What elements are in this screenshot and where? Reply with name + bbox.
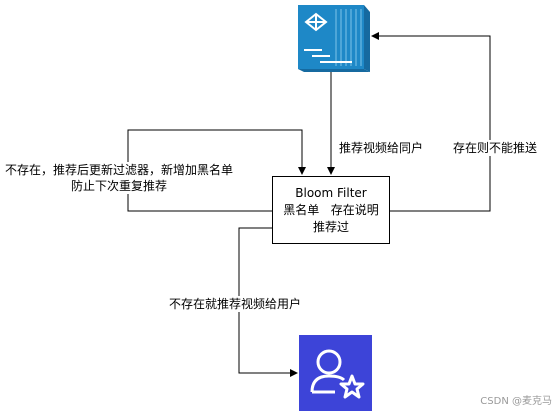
label-not-exist-line2: 防止下次重复推荐	[71, 179, 168, 193]
label-not-exist-line1: 不存在，推荐后更新过滤器，新增加黑名单	[5, 163, 234, 177]
label-not-exist-update: 不存在，推荐后更新过滤器，新增加黑名单 防止下次重复推荐	[5, 162, 234, 194]
bloom-filter-line2: 黑名单 存在说明	[283, 203, 379, 217]
bloom-filter-line3: 推荐过	[312, 220, 349, 234]
network-server-icon	[298, 5, 370, 72]
bloom-filter-title: Bloom Filter	[295, 186, 367, 200]
user-favorite-icon	[299, 335, 372, 411]
arrow-update-filter-loop	[127, 129, 306, 212]
label-exists-no-push: 存在则不能推送	[453, 140, 538, 156]
label-not-exist-push: 不存在就推荐视频给用户	[169, 296, 302, 312]
arrow-filter-to-server	[371, 32, 491, 212]
label-recommend-to-user: 推荐视频给同户	[339, 140, 424, 156]
bloom-filter-node: Bloom Filter 黑名单 存在说明 推荐过	[272, 176, 390, 244]
watermark: CSDN @麦克马	[480, 396, 552, 407]
